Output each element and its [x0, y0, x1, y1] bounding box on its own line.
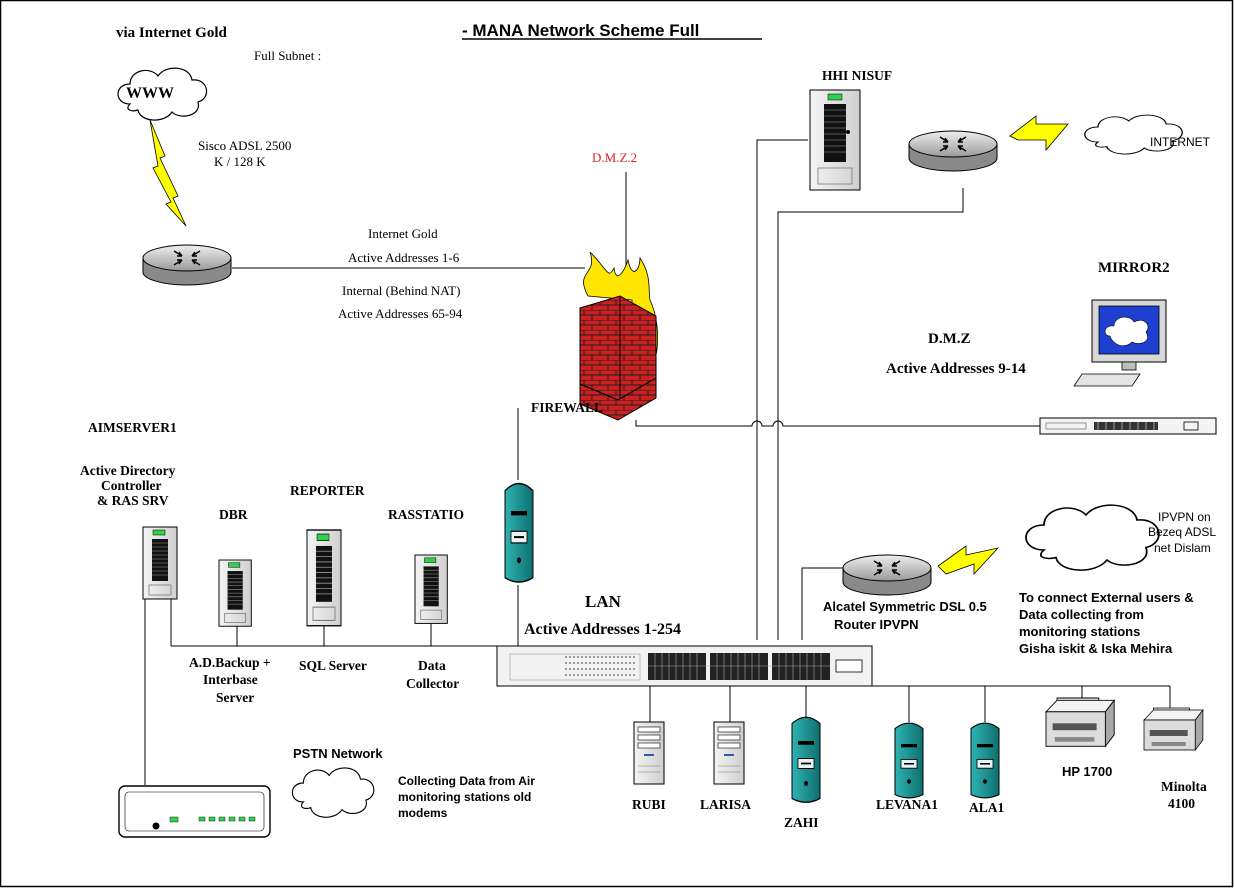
ipvpn-label-line2: Bezeq ADSL: [1148, 525, 1216, 539]
alcatel-label-line2: Router IPVPN: [834, 617, 919, 632]
active-65-94-label: Active Addresses 65-94: [338, 306, 463, 321]
adc-server-tower-icon: [142, 526, 178, 600]
dmz-network-switch-icon: [1039, 417, 1217, 435]
ipvpn-lightning-bolt-icon: [937, 545, 1000, 576]
external-label-line4: Gisha iskit & Iska Mehira: [1019, 641, 1173, 656]
hhi-nisuf-label: HHI NISUF: [822, 68, 892, 83]
pstn-label: PSTN Network: [293, 746, 383, 761]
connection-lines: [144, 139, 1171, 785]
wire-hhi-nisuf: [756, 139, 808, 640]
dbr-server-tower-icon: [218, 559, 252, 627]
ala1-server-tower-icon: [970, 722, 1000, 799]
sql-server-label: SQL Server: [299, 658, 367, 673]
pstn-desc-line2: monitoring stations old: [398, 790, 531, 804]
larisa-server-tower-icon: [713, 721, 745, 785]
sisco-label-line1: Sisco ADSL 2500: [198, 138, 291, 153]
data-collector-label-line1: Data: [418, 658, 446, 673]
modem-icon: [118, 785, 271, 838]
adbackup-label-line3: Server: [216, 690, 254, 705]
adc-label-line3: & RAS SRV: [97, 493, 169, 508]
adc-label-line2: Controller: [101, 478, 162, 493]
internet-lightning-bolt-icon: [1009, 115, 1069, 152]
hp1700-printer-icon: [1045, 697, 1115, 747]
aimserver1-label: AIMSERVER1: [88, 420, 177, 435]
active-1-254-label: Active Addresses 1-254: [524, 621, 681, 638]
zahi-label: ZAHI: [784, 815, 819, 830]
gold-router-icon: [142, 244, 232, 286]
ala1-label: ALA1: [969, 800, 1005, 815]
ipvpn-label-line3: net Dislam: [1154, 541, 1211, 555]
internet-label: INTERNET: [1150, 135, 1211, 149]
alcatel-label-line1: Alcatel Symmetric DSL 0.5: [823, 599, 987, 614]
adc-label-line1: Active Directory: [80, 463, 176, 478]
ipvpn-label-line1: IPVPN on: [1158, 510, 1211, 524]
pstn-desc-line1: Collecting Data from Air: [398, 774, 535, 788]
larisa-label: LARISA: [700, 797, 751, 812]
rubi-server-tower-icon: [633, 721, 665, 785]
adbackup-label-line1: A.D.Backup +: [189, 655, 271, 670]
lan-label: LAN: [585, 592, 622, 611]
reporter-label: REPORTER: [290, 483, 365, 498]
minolta-label-line2: 4100: [1168, 796, 1195, 811]
firewall-icon: [579, 251, 659, 421]
mirror2-computer-icon: [1073, 299, 1167, 387]
lan-network-switch-icon: [496, 645, 873, 687]
rasstatio-label: RASSTATIO: [388, 507, 464, 522]
firewall-label: FIREWALL: [531, 400, 603, 415]
external-label-line1: To connect External users &: [1019, 590, 1194, 605]
alcatel-router-icon: [842, 554, 932, 596]
dmz2-label: D.M.Z.2: [592, 150, 637, 165]
data-collector-label-line2: Collector: [406, 676, 459, 691]
www-label: WWW: [126, 85, 174, 102]
wire-alcatel: [801, 567, 843, 640]
internal-nat-label: Internal (Behind NAT): [342, 283, 460, 298]
reporter-server-tower-icon: [306, 529, 342, 627]
mirror2-label: MIRROR2: [1098, 260, 1170, 276]
levana1-label: LEVANA1: [876, 797, 938, 812]
wire-internet-router: [777, 188, 964, 640]
levana1-server-tower-icon: [894, 722, 924, 799]
full-subnet-label: Full Subnet :: [254, 48, 321, 63]
via-internet-gold-label: via Internet Gold: [116, 25, 227, 41]
active-9-14-label: Active Addresses 9-14: [886, 361, 1026, 377]
pstn-desc-line3: modems: [398, 806, 448, 820]
adsl-lightning-bolt-icon: [149, 119, 187, 227]
wire-firewall-dmz-switch: [635, 420, 1040, 427]
rubi-label: RUBI: [632, 797, 666, 812]
minolta-label-line1: Minolta: [1161, 779, 1207, 794]
hhi-nisuf-server-tower-icon: [809, 89, 861, 191]
external-label-line3: monitoring stations: [1019, 624, 1140, 639]
dbr-label: DBR: [219, 507, 248, 522]
hp1700-label: HP 1700: [1062, 764, 1112, 779]
rasstatio-server-tower-icon: [414, 554, 448, 624]
dmz-label: D.M.Z: [928, 331, 971, 347]
lan-teal-server-icon: [503, 482, 535, 584]
active-1-6-label: Active Addresses 1-6: [348, 250, 460, 265]
adbackup-label-line2: Interbase: [203, 672, 258, 687]
sisco-label-line2: K / 128 K: [214, 154, 266, 169]
internet-router-icon: [908, 130, 998, 172]
page-title: - MANA Network Scheme Full: [462, 21, 699, 40]
minolta-printer-icon: [1143, 707, 1204, 751]
internet-gold-label: Internet Gold: [368, 226, 438, 241]
zahi-server-tower-icon: [791, 716, 821, 804]
external-label-line2: Data collecting from: [1019, 607, 1144, 622]
